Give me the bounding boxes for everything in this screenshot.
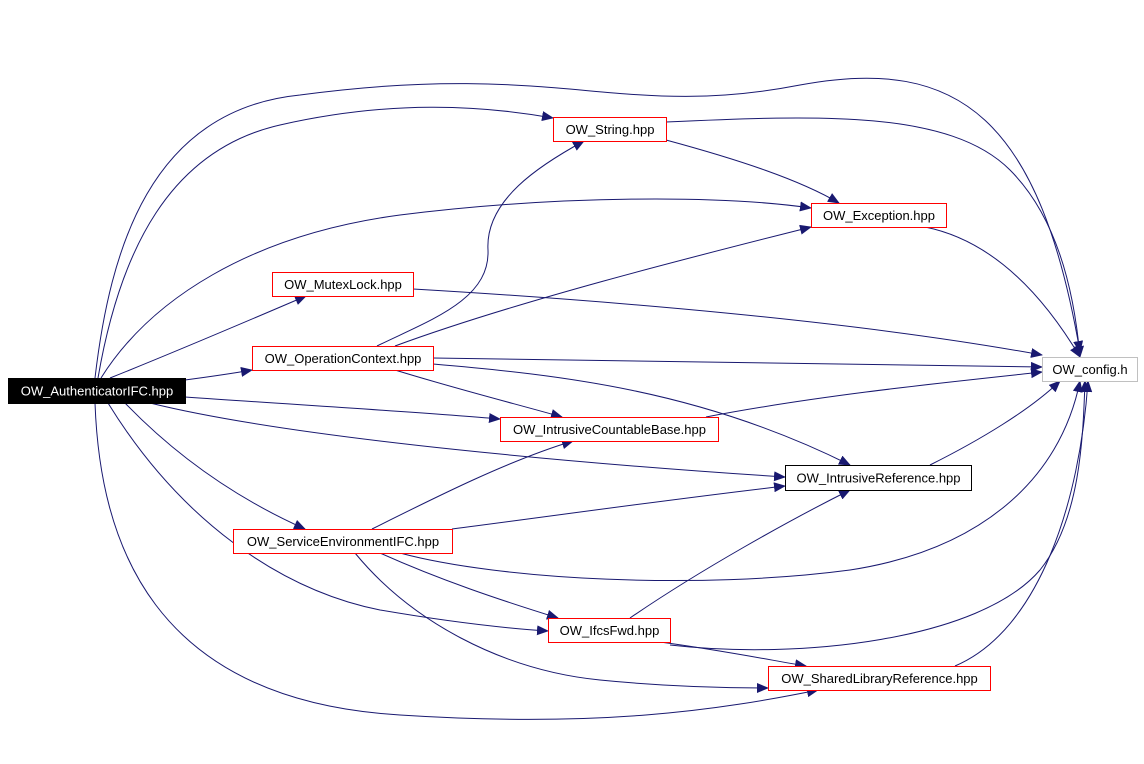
edge-senv-to-iref (451, 482, 786, 530)
edge-mutex-to-config (412, 288, 1043, 358)
node-config: OW_config.h (1042, 357, 1138, 382)
node-box-senv (233, 529, 453, 554)
node-box-string (553, 117, 667, 142)
node-label-iref: OW_IntrusiveReference.hpp (796, 471, 960, 486)
node-label-string: OW_String.hpp (566, 122, 655, 137)
node-auth: OW_AuthenticatorIFC.hpp (8, 378, 186, 404)
node-label-mutex: OW_MutexLock.hpp (284, 277, 402, 292)
edge-auth-to-iref (149, 402, 786, 482)
edge-auth-to-senv (124, 402, 306, 530)
edge-auth-to-exception (100, 198, 812, 379)
node-label-ifcs: OW_IfcsFwd.hpp (560, 623, 660, 638)
node-label-slr: OW_SharedLibraryReference.hpp (781, 671, 978, 686)
edge-ifcs-to-iref (629, 489, 851, 619)
node-string[interactable]: OW_String.hpp (553, 117, 667, 142)
edge-opctx-to-exception (394, 224, 812, 347)
node-iref: OW_IntrusiveReference.hpp (785, 465, 972, 491)
edge-auth-to-mutex (109, 295, 307, 379)
edge-opctx-to-icb (394, 369, 563, 419)
edge-string-to-exception (665, 139, 840, 204)
node-box-ifcs (548, 618, 671, 643)
node-icb[interactable]: OW_IntrusiveCountableBase.hpp (500, 417, 719, 442)
node-label-icb: OW_IntrusiveCountableBase.hpp (513, 422, 706, 437)
node-box-exception (811, 203, 947, 228)
node-opctx[interactable]: OW_OperationContext.hpp (252, 346, 434, 371)
edge-auth-to-slr (94, 402, 819, 720)
edge-iref-to-config (929, 380, 1061, 466)
node-box-icb (500, 417, 719, 442)
node-label-senv: OW_ServiceEnvironmentIFC.hpp (247, 534, 439, 549)
node-box-mutex (272, 272, 414, 297)
node-box-opctx (252, 346, 434, 371)
node-label-config: OW_config.h (1052, 362, 1127, 377)
node-box-auth (8, 378, 186, 404)
node-slr[interactable]: OW_SharedLibraryReference.hpp (768, 666, 991, 691)
edge-auth-to-opctx (184, 366, 253, 381)
node-label-auth: OW_AuthenticatorIFC.hpp (21, 384, 173, 399)
edge-ifcs-to-slr (659, 641, 807, 670)
node-exception[interactable]: OW_Exception.hpp (811, 203, 947, 228)
node-box-slr (768, 666, 991, 691)
node-label-opctx: OW_OperationContext.hpp (265, 351, 422, 366)
edge-senv-to-config (399, 380, 1083, 582)
edge-auth-to-ifcs (107, 402, 549, 636)
edge-opctx-to-iref (432, 363, 851, 466)
edge-auth-to-string (97, 106, 554, 379)
edge-exception-to-config (924, 226, 1081, 358)
edge-senv-to-icb (371, 439, 574, 530)
edge-auth-to-icb (184, 396, 501, 424)
node-senv[interactable]: OW_ServiceEnvironmentIFC.hpp (233, 529, 453, 554)
edge-ifcs-to-config (669, 380, 1090, 651)
node-ifcs[interactable]: OW_IfcsFwd.hpp (548, 618, 671, 643)
edge-slr-to-config (954, 380, 1093, 667)
edge-senv-to-slr (354, 552, 769, 693)
edge-icb-to-config (705, 368, 1043, 418)
nodes-layer: OW_AuthenticatorIFC.hpp OW_String.hppOW_E… (8, 117, 1138, 691)
edge-opctx-to-string (376, 140, 585, 347)
node-box-config (1042, 357, 1138, 382)
node-box-iref (785, 465, 972, 491)
edge-senv-to-ifcs (379, 552, 559, 620)
node-mutex[interactable]: OW_MutexLock.hpp (272, 272, 414, 297)
node-label-exception: OW_Exception.hpp (823, 208, 935, 223)
edge-opctx-to-config (432, 357, 1043, 372)
edge-string-to-config (665, 117, 1085, 358)
edge-auth-to-config (94, 77, 1084, 379)
